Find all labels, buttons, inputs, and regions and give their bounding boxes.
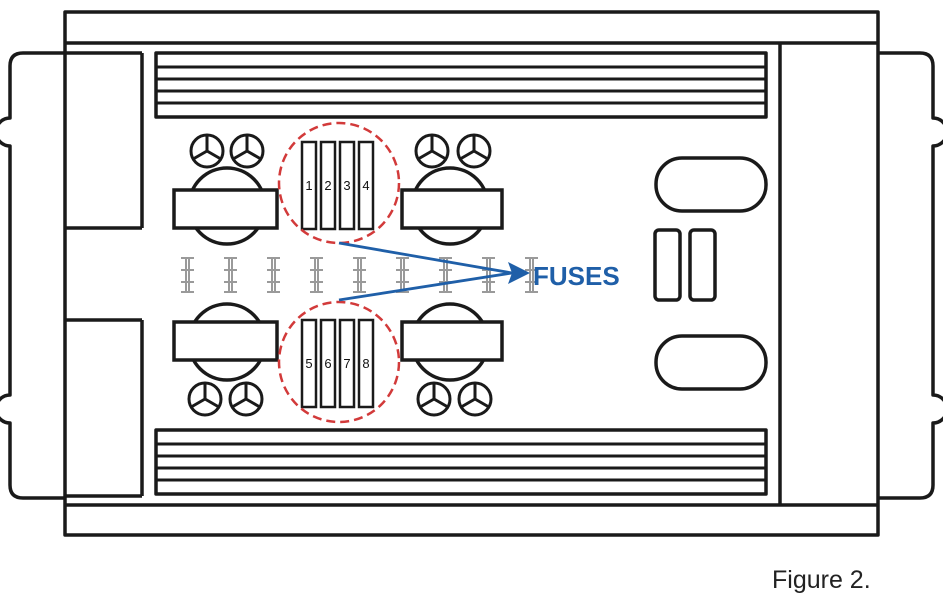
power-connector-top <box>654 156 768 213</box>
bottom-heatsink <box>154 428 768 496</box>
fuse-highlight-bottom <box>277 300 401 424</box>
fuse-number-4: 4 <box>362 178 369 193</box>
power-connector-bottom <box>654 334 768 391</box>
fuse-number-7: 7 <box>343 356 350 371</box>
fuse-4: 4 <box>357 140 375 231</box>
fuse-7: 7 <box>338 318 356 409</box>
arrow-from-bottom-fuses <box>338 271 513 302</box>
capacitor-icon <box>228 381 264 417</box>
faded-component <box>224 257 237 293</box>
faded-component <box>310 257 323 293</box>
capacitor-icon <box>457 381 493 417</box>
capacitor-icon <box>456 133 492 169</box>
right-mounting-bracket <box>878 51 943 500</box>
capacitor-icon <box>187 381 223 417</box>
transformer-top-right <box>400 188 504 230</box>
arrow-head <box>508 262 530 284</box>
fuse-2: 2 <box>319 140 337 231</box>
capacitor-icon <box>229 133 265 169</box>
transformer-top-left <box>172 188 279 230</box>
fuse-3: 3 <box>338 140 356 231</box>
top-heatsink <box>154 51 768 119</box>
faded-component <box>181 257 194 293</box>
left-mounting-bracket <box>0 51 65 500</box>
transformer-bottom-right <box>400 320 504 362</box>
fuse-number-3: 3 <box>343 178 350 193</box>
fuse-8: 8 <box>357 318 375 409</box>
terminal-block-left <box>653 228 682 302</box>
fuse-1: 1 <box>300 140 318 231</box>
faded-component <box>267 257 280 293</box>
fuse-number-8: 8 <box>362 356 369 371</box>
capacitor-icon <box>189 133 225 169</box>
fuse-5: 5 <box>300 318 318 409</box>
capacitor-icon <box>414 133 450 169</box>
amplifier-outer-body <box>63 10 880 537</box>
fuse-number-6: 6 <box>324 356 331 371</box>
transformer-bottom-left <box>172 320 279 362</box>
fuse-number-2: 2 <box>324 178 331 193</box>
capacitor-icon <box>416 381 452 417</box>
faded-component <box>353 257 366 293</box>
terminal-block-right <box>688 228 717 302</box>
faded-component <box>396 257 409 293</box>
fuse-number-5: 5 <box>305 356 312 371</box>
fuse-number-1: 1 <box>305 178 312 193</box>
figure-caption: Figure 2. <box>772 566 871 594</box>
arrow-from-top-fuses <box>338 241 513 275</box>
fuse-highlight-top <box>277 121 401 245</box>
faded-component <box>525 257 538 293</box>
fuse-6: 6 <box>319 318 337 409</box>
fuses-callout-label: FUSES <box>533 261 620 291</box>
